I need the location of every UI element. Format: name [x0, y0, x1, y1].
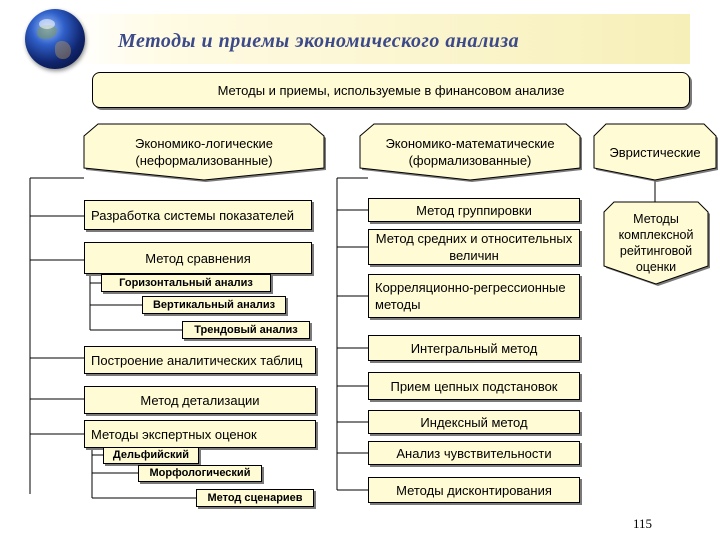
- globe-logo-icon: [25, 9, 85, 69]
- item-morphological: Морфологический: [138, 465, 262, 482]
- item-vertical-analysis: Вертикальный анализ: [142, 296, 286, 314]
- item-grouping-method: Метод группировки: [368, 198, 580, 222]
- item-average-relative: Метод средних и относительных величин: [368, 229, 580, 265]
- item-analytical-tables: Построение аналитических таблиц: [84, 346, 316, 374]
- item-rating-assessment: Методы комплексной рейтинговой оценки: [603, 201, 710, 286]
- header-logical: Экономико-логические (неформализованные): [83, 123, 326, 182]
- item-delphi: Дельфийский: [103, 447, 199, 464]
- item-indicator-system: Разработка системы показателей: [84, 200, 312, 230]
- item-index-method: Индексный метод: [368, 410, 580, 434]
- item-correlation-regression: Корреляционно-регрессионные методы: [368, 274, 580, 318]
- page-number: 115: [633, 516, 653, 531]
- item-comparison-method: Метод сравнения: [84, 242, 312, 274]
- top-box: Методы и приемы, используемые в финансов…: [92, 72, 690, 108]
- item-integral-method: Интегральный метод: [368, 335, 580, 361]
- item-horizontal-analysis: Горизонтальный анализ: [101, 274, 271, 292]
- item-detailing-method: Метод детализации: [84, 386, 316, 414]
- page-title: Методы и приемы экономического анализа: [118, 30, 520, 52]
- header-heuristic: Эвристические: [593, 123, 718, 182]
- title-banner: [70, 14, 690, 64]
- item-trend-analysis: Трендовый анализ: [182, 321, 310, 339]
- item-chain-substitution: Прием цепных подстановок: [368, 372, 580, 400]
- item-sensitivity-analysis: Анализ чувствительности: [368, 441, 580, 465]
- item-scenario-method: Метод сценариев: [196, 489, 314, 507]
- header-mathematical: Экономико-математические (формализованны…: [359, 123, 582, 182]
- item-discounting-methods: Методы дисконтирования: [368, 477, 580, 503]
- item-expert-methods: Методы экспертных оценок: [84, 420, 316, 448]
